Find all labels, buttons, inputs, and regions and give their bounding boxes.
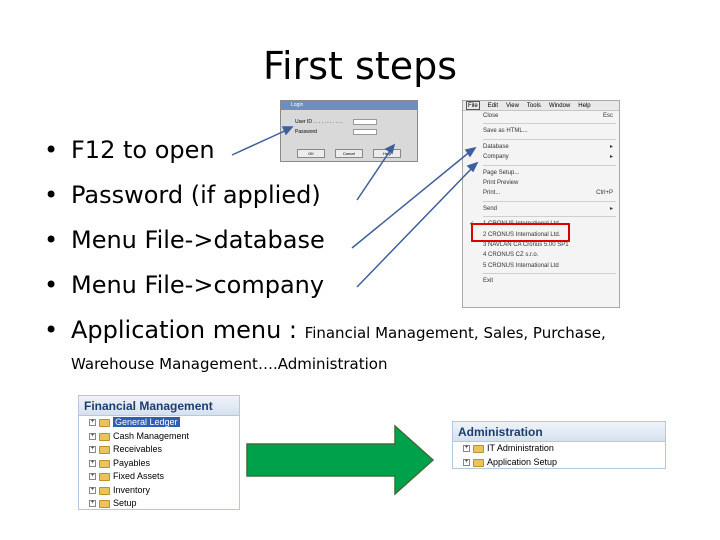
arrowhead-password — [384, 143, 396, 155]
menu-item-company[interactable]: Company▸ — [463, 152, 619, 162]
user-id-label: User ID . . . . . . . . . . . — [295, 119, 343, 125]
tree-item-it-administration[interactable]: +IT Administration — [463, 443, 554, 453]
password-label: Password — [295, 129, 317, 135]
cancel-button[interactable]: Cancel — [335, 149, 363, 158]
tree-item-application-setup[interactable]: +Application Setup — [463, 456, 558, 467]
bullet-database: Menu File->database — [44, 222, 684, 267]
menu-view[interactable]: View — [506, 103, 519, 109]
folder-icon — [99, 486, 110, 495]
login-dialog: Login User ID . . . . . . . . . . . Pass… — [280, 100, 418, 162]
bullet-list: F12 to open Password (if applied) Menu F… — [44, 132, 684, 357]
connector-f12 — [231, 128, 290, 156]
arrowhead-company — [466, 161, 479, 173]
tree-item-fixed-assets[interactable]: +Fixed Assets — [89, 471, 165, 481]
menu-separator — [483, 163, 616, 166]
administration-panel: Administration +IT Administration +Appli… — [452, 421, 666, 469]
menu-item-exit[interactable]: Exit — [483, 278, 494, 285]
bullet-f12: F12 to open — [44, 132, 684, 177]
menu-item-recent-4[interactable]: 4 CRONUS CZ s.r.o. — [483, 252, 539, 259]
expand-icon: + — [463, 445, 470, 452]
folder-icon — [99, 432, 110, 441]
folder-icon — [99, 459, 110, 468]
password-field[interactable] — [353, 129, 377, 135]
menu-edit[interactable]: Edit — [487, 103, 499, 109]
slide-title: First steps — [262, 44, 458, 88]
menu-separator — [483, 121, 616, 125]
expand-icon: + — [89, 419, 96, 426]
tree-item-inventory[interactable]: +Inventory — [89, 484, 151, 495]
expand-icon: + — [89, 459, 96, 467]
menu-separator — [483, 137, 616, 140]
green-arrow-icon — [246, 424, 435, 496]
financial-management-title: Financial Management — [79, 396, 239, 416]
submenu-arrow-icon: ▸ — [609, 143, 613, 150]
administration-title: Administration — [453, 422, 665, 442]
expand-icon: + — [89, 500, 96, 507]
menu-separator — [483, 271, 616, 275]
folder-icon — [99, 473, 110, 481]
folder-icon — [99, 446, 110, 454]
tree-item-general-ledger[interactable]: +General Ledger — [89, 417, 180, 427]
arrowhead-f12 — [281, 126, 294, 136]
menu-item-recent-3[interactable]: 3 NAVLAN CA Cronus 5.00 SP1 — [483, 241, 569, 248]
expand-icon: + — [89, 486, 96, 494]
expand-icon: + — [89, 446, 96, 453]
folder-icon — [473, 458, 484, 467]
submenu-arrow-icon: ▸ — [609, 205, 613, 212]
menu-item-send[interactable]: Send▸ — [463, 204, 619, 214]
bullet-password: Password (if applied) — [44, 177, 684, 222]
bullet-company: Menu File->company — [44, 267, 684, 312]
submenu-arrow-icon: ▸ — [609, 154, 613, 161]
tree-item-receivables[interactable]: +Receivables — [89, 444, 163, 454]
user-id-field[interactable] — [353, 119, 377, 125]
ok-button[interactable]: OK — [297, 149, 325, 158]
connector-database — [351, 149, 473, 249]
expand-icon: + — [89, 473, 96, 480]
menu-file[interactable]: File — [466, 101, 480, 110]
tree-item-payables[interactable]: +Payables — [89, 457, 151, 468]
folder-icon — [99, 419, 110, 427]
folder-icon — [473, 445, 484, 453]
tree-item-cash-management[interactable]: +Cash Management — [89, 430, 190, 441]
menu-bar: File Edit View Tools Window Help — [463, 101, 619, 111]
menu-item-database[interactable]: Database▸ — [463, 142, 619, 152]
menu-tools[interactable]: Tools — [526, 103, 541, 109]
menu-item-save-html[interactable]: Save as HTML... — [483, 128, 528, 135]
menu-item-print[interactable]: Print...Ctrl+P — [483, 190, 613, 197]
bullet-application-tail: Financial Management, Sales, Purchase, — [304, 324, 606, 342]
expand-icon: + — [89, 432, 96, 440]
financial-management-panel: Financial Management +General Ledger +Ca… — [78, 395, 240, 510]
tree-item-setup[interactable]: +Setup — [89, 498, 137, 508]
bullet-application-continuation: Warehouse Management….Administration — [71, 355, 388, 373]
highlight-box — [471, 223, 570, 242]
connector-company — [356, 165, 475, 288]
menu-item-recent-2[interactable]: 2 CRONUS International Ltd. — [483, 231, 561, 238]
menu-separator — [483, 199, 616, 202]
folder-icon — [99, 500, 110, 508]
arrowhead-database — [464, 146, 477, 158]
connector-password — [356, 147, 393, 201]
menu-item-print-preview[interactable]: Print Preview — [483, 179, 519, 186]
menu-item-page-setup[interactable]: Page Setup... — [483, 169, 520, 176]
login-title-bar: Login — [281, 101, 417, 110]
menu-help[interactable]: Help — [578, 103, 591, 109]
menu-window[interactable]: Window — [548, 103, 571, 109]
expand-icon: + — [463, 458, 470, 466]
bullet-application-menu: Application menu : Financial Management,… — [44, 312, 684, 357]
menu-separator — [483, 214, 616, 218]
menu-item-recent-5[interactable]: 5 CRONUS International Ltd — [483, 262, 559, 269]
